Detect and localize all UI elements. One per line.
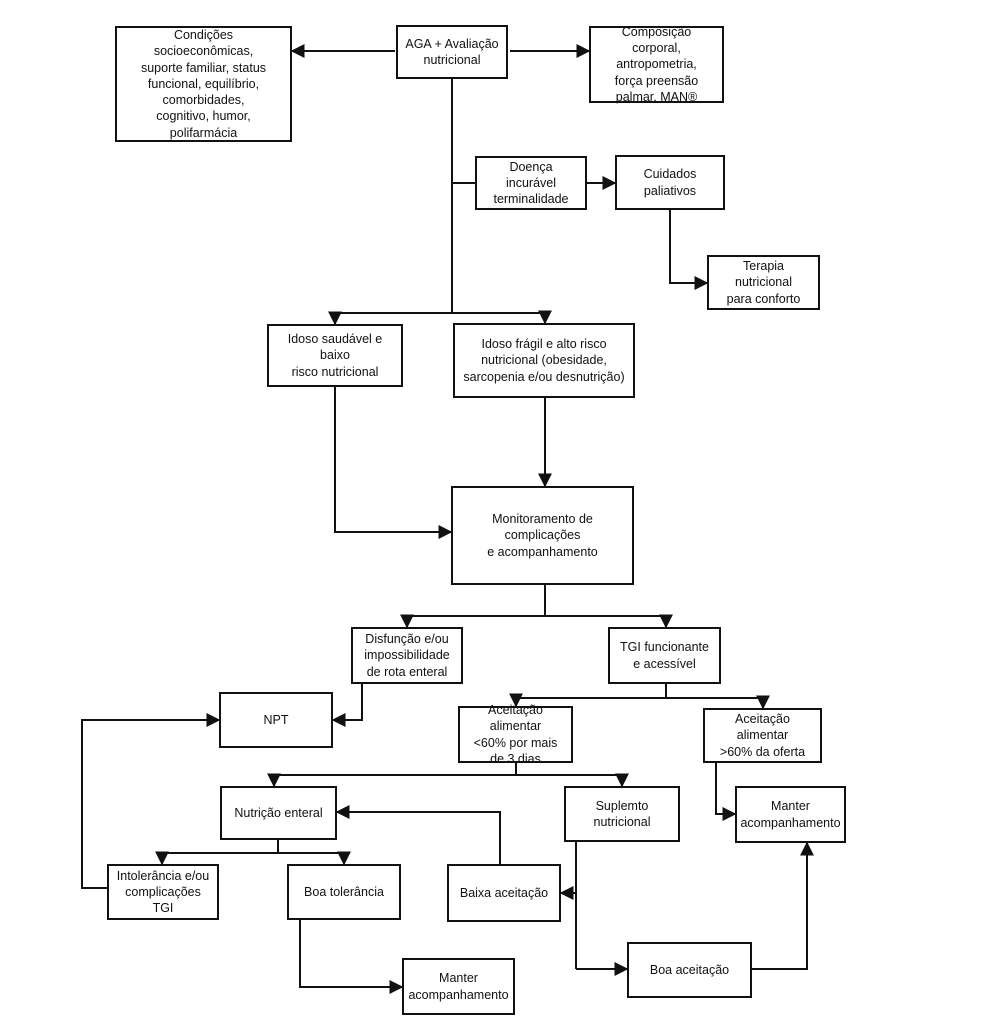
node-boa-tolerancia: Boa tolerância <box>287 864 401 920</box>
node-aga: AGA + Avaliação nutricional <box>396 25 508 79</box>
node-composicao: Composição corporal, antropometria, forç… <box>589 25 724 104</box>
node-monitoramento: Monitoramento de complicações e acompanh… <box>451 486 634 585</box>
arrow-saudavel-to-monitoramento <box>334 387 453 539</box>
node-enteral: Nutrição enteral <box>220 786 337 840</box>
node-baixa-aceitacao: Baixa aceitação <box>447 864 561 922</box>
node-manter-2: Manter acompanhamento <box>402 958 515 1015</box>
arrow-cuidados-to-terapia <box>669 210 709 290</box>
node-condicoes: Condições socioeconômicas, suporte famil… <box>115 26 292 142</box>
node-boa-aceitacao: Boa aceitação <box>627 942 752 998</box>
node-aceitacao-menor: Aceitação alimentar <60% por mais de 3 d… <box>458 703 573 766</box>
arrow-aceitacao-maior-to-manter <box>715 763 737 821</box>
node-tgi: TGI funcionante e acessível <box>608 627 721 684</box>
node-suplemento: Suplemto nutricional <box>564 786 680 842</box>
node-cuidados: Cuidados paliativos <box>615 155 725 210</box>
node-aceitacao-maior: Aceitação alimentar >60% da oferta <box>703 708 822 763</box>
arrow-intolerancia-to-npt <box>81 713 221 889</box>
node-manter-1: Manter acompanhamento <box>735 786 846 843</box>
node-saudavel: Idoso saudável e baixo risco nutricional <box>267 324 403 387</box>
arrow-boa-tolerancia-to-manter <box>299 920 404 994</box>
node-fragil: Idoso frágil e alto risco nutricional (o… <box>453 323 635 398</box>
node-doenca: Doença incurável terminalidade <box>475 156 587 210</box>
node-intolerancia: Intolerância e/ou complicações TGI <box>107 864 219 920</box>
arrow-boa-aceitacao-to-manter <box>752 841 814 970</box>
node-npt: NPT <box>219 692 333 748</box>
node-terapia: Terapia nutricional para conforto <box>707 255 820 310</box>
node-disfuncao: Disfunção e/ou impossibilidade de rota e… <box>351 627 463 684</box>
arrow-baixa-aceitacao-to-enteral <box>335 805 501 864</box>
arrow-disfuncao-to-npt <box>331 684 363 727</box>
